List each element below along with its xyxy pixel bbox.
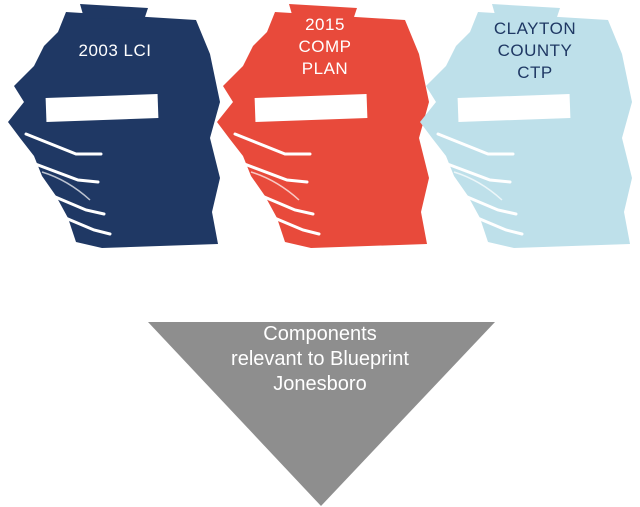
book-label-line: COUNTY: [497, 41, 573, 60]
arrow-caption-line: Jonesboro: [273, 373, 367, 395]
book-clayton-county-ctp-top-edge: [492, 4, 560, 20]
book-2003-lci: [8, 4, 220, 248]
book-clayton-county-ctp-title-strip: [457, 94, 571, 122]
book-label-2003-lci: 2003 LCI: [60, 40, 170, 62]
down-arrow-triangle: [148, 322, 495, 506]
book-2015-comp-plan-title-strip: [254, 94, 368, 122]
book-label-line: PLAN: [301, 59, 349, 78]
book-2003-lci-title-strip: [45, 94, 159, 122]
arrow-caption-line: Components: [263, 323, 377, 345]
book-label-line: CTP: [517, 63, 553, 82]
book-clayton-county-ctp-page-line: [444, 186, 518, 216]
book-clayton-county-ctp: [420, 4, 632, 248]
book-2015-comp-plan-top-edge: [289, 4, 357, 20]
book-2015-comp-plan-body: [217, 12, 429, 248]
book-clayton-county-ctp-page-line: [466, 212, 524, 236]
book-label-clayton-county-ctp: CLAYTON COUNTY CTP: [475, 18, 595, 84]
book-label-line: 2003 LCI: [78, 41, 152, 60]
book-2003-lci-page-line: [54, 212, 112, 236]
book-clayton-county-ctp-body: [420, 12, 632, 248]
book-2003-lci-top-edge: [80, 4, 148, 20]
book-2003-lci-page-line: [32, 186, 106, 216]
book-2015-comp-plan-page-line: [237, 160, 309, 184]
book-2015-comp-plan: [217, 4, 429, 248]
book-clayton-county-ctp-page-curl: [453, 171, 503, 201]
arrow-caption-line: relevant to Blueprint: [231, 348, 409, 370]
book-clayton-county-ctp-page-line: [440, 160, 512, 184]
book-label-2015-comp-plan: 2015 COMP PLAN: [275, 14, 375, 80]
book-2003-lci-body: [8, 12, 220, 248]
arrow-caption: Components relevant to Blueprint Jonesbo…: [185, 322, 455, 397]
book-2003-lci-page-curl: [41, 171, 91, 201]
book-2015-comp-plan-page-curl: [250, 171, 300, 201]
book-2015-comp-plan-page-line: [263, 212, 321, 236]
book-2015-comp-plan-page-line: [233, 132, 312, 156]
book-label-line: 2015: [305, 15, 345, 34]
book-label-line: CLAYTON: [493, 19, 577, 38]
book-clayton-county-ctp-page-line: [436, 132, 515, 156]
book-label-line: COMP: [298, 37, 352, 56]
book-2015-comp-plan-page-line: [241, 186, 315, 216]
book-2003-lci-page-line: [24, 132, 103, 156]
book-2003-lci-page-line: [28, 160, 100, 184]
